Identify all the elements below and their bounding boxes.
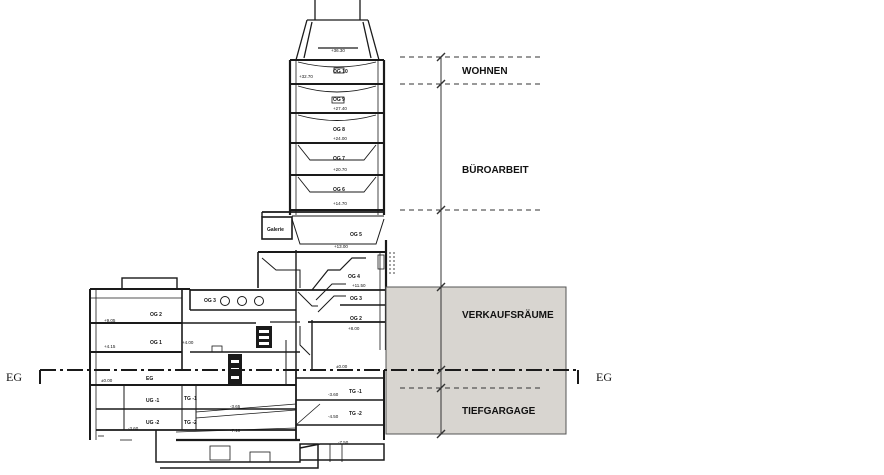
- left-label-og1: OG 1: [150, 340, 162, 346]
- elevation-mark: +4.00: [182, 340, 194, 345]
- tower-label-og2: OG 2: [350, 316, 362, 322]
- left-label-ug1: UG -1: [146, 398, 160, 404]
- retail-zone-box: [385, 286, 567, 435]
- zone-labels: WOHNEN BÜROARBEIT VERKAUFSRÄUME TIEFGARG…: [462, 66, 554, 417]
- elevation-mark: -3.65: [230, 404, 241, 409]
- left-label-og2: OG 2: [150, 312, 162, 318]
- ground-level-line: [39, 369, 579, 384]
- elevation-mark: +9.05: [104, 318, 116, 323]
- tower-label-og8: OG 8: [333, 127, 345, 133]
- elevation-mark: ±0.00: [336, 364, 348, 369]
- elevation-mark: -7.10: [230, 428, 241, 433]
- left-block-labels: OG 2 OG 3 OG 1 EG UG -1 UG -2 TG -1 TG -…: [101, 298, 241, 433]
- left-block: [89, 277, 385, 469]
- tower-label-tg2: TG -2: [349, 411, 362, 417]
- tower-label-tg1: TG -1: [349, 389, 362, 395]
- tower-label-og4: OG 4: [348, 274, 360, 280]
- elevation-mark: +4.15: [104, 344, 116, 349]
- left-label-tg2: TG -2: [184, 420, 197, 426]
- tower-label-og6: OG 6: [333, 187, 345, 193]
- ground-level-label-right: EG: [596, 370, 612, 384]
- tower-label-og5: OG 5: [350, 232, 362, 238]
- elevation-mark: +27.40: [333, 106, 347, 111]
- elevation-mark: -7.50: [338, 440, 349, 445]
- left-label-tg1: TG -1: [184, 396, 197, 402]
- elevation-mark: +11.50: [352, 283, 366, 288]
- tower-floor-labels: OG 10 OG 9 OG 8 OG 7 OG 6 Galerie OG 5 O…: [267, 69, 362, 417]
- connector-block: [175, 289, 385, 440]
- elevation-mark: ±0.00: [101, 378, 113, 383]
- elevation-mark: +24.00: [333, 136, 347, 141]
- tower-label-og3: OG 3: [350, 296, 362, 302]
- tower-spire: [295, 0, 380, 61]
- tower-elevation-marks: +36.30 +32.70 +27.40 +24.00 +20.70 +14.7…: [299, 48, 366, 445]
- tower-label-galerie: Galerie: [267, 227, 284, 233]
- elevation-mark: -3.60: [128, 426, 139, 431]
- zone-label-wohnen: WOHNEN: [462, 66, 508, 77]
- zone-dimension-lines: [400, 52, 544, 439]
- elevation-mark: -3.60: [328, 392, 339, 397]
- zone-label-tiefgarage: TIEFGARGAGE: [462, 406, 536, 417]
- tower-label-og9: OG 9: [333, 97, 345, 103]
- elevation-mark: -4.50: [328, 414, 339, 419]
- elevation-mark: +13.00: [334, 244, 348, 249]
- elevation-mark: +32.70: [299, 74, 313, 79]
- elevation-mark: +36.30: [331, 48, 345, 53]
- tower-label-og7: OG 7: [333, 156, 345, 162]
- elevation-mark: +8.00: [348, 326, 360, 331]
- left-label-eg: EG: [146, 376, 153, 382]
- left-label-ug2: UG -2: [146, 420, 160, 426]
- tower-body: [288, 59, 386, 215]
- mid-section: [257, 211, 395, 370]
- zone-label-bueroarbeit: BÜROARBEIT: [462, 163, 529, 176]
- elevation-mark: +14.70: [333, 201, 347, 206]
- zone-label-verkaufsraeume: VERKAUFSRÄUME: [462, 308, 554, 321]
- tower-label-og10: OG 10: [333, 69, 348, 75]
- left-label-og3: OG 3: [204, 298, 216, 304]
- elevation-mark: +20.70: [333, 167, 347, 172]
- ground-level-label-left: EG: [6, 370, 22, 384]
